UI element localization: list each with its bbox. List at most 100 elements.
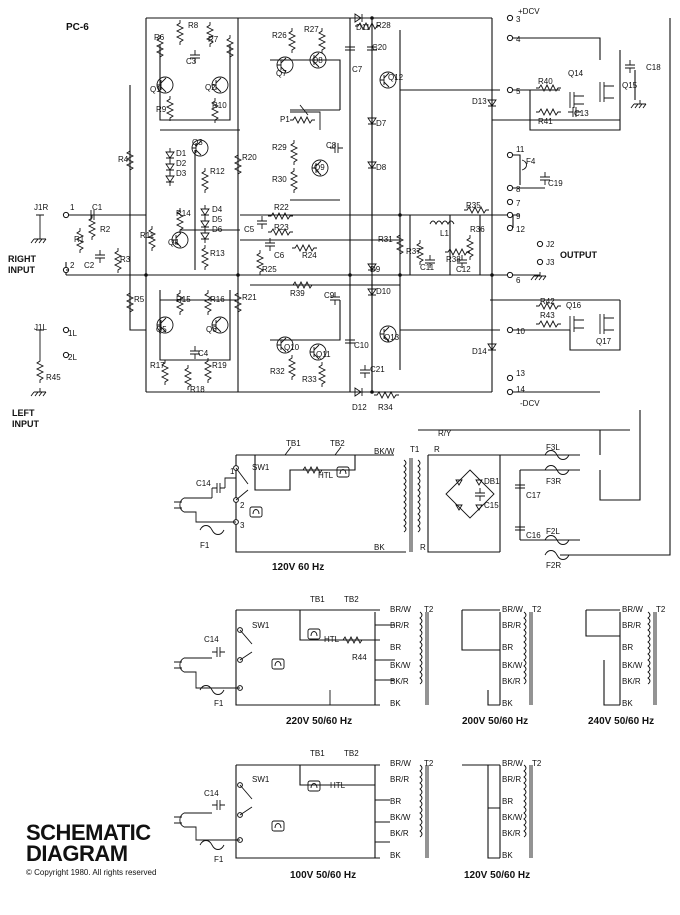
- caption-120v-5060: 120V 50/60 Hz: [464, 870, 530, 881]
- d7-label: D7: [376, 119, 387, 128]
- r2-label: R2: [100, 225, 111, 234]
- v200-lead-6: BK: [502, 699, 513, 708]
- f3l-label: F3L: [546, 443, 560, 452]
- r22-label: R22: [274, 203, 289, 212]
- v220-t2: T2: [424, 605, 434, 614]
- d10-label: D10: [376, 287, 391, 296]
- r18-label: R18: [190, 385, 205, 394]
- r24-label: R24: [302, 251, 317, 260]
- d8-label: D8: [376, 163, 387, 172]
- variant-220v: TB1 TB2 HTL SW1 C14 F1 R44 BR/W BR/R BR …: [173, 595, 434, 727]
- amplifier-section: [30, 13, 647, 399]
- right-jack-label: J1R: [34, 203, 48, 212]
- c3-label: C3: [186, 57, 197, 66]
- j2-label: J2: [546, 240, 555, 249]
- v120-lead-5: BK/R: [502, 829, 521, 838]
- c2-label: C2: [84, 261, 95, 270]
- v100-lead-6: BK: [390, 851, 401, 860]
- caption-200v: 200V 50/60 Hz: [462, 716, 528, 727]
- v100-tb2: TB2: [344, 749, 359, 758]
- r16-label: R16: [210, 295, 225, 304]
- terminal-3: 3: [516, 15, 521, 24]
- v240-lead-2: BR/R: [622, 621, 641, 630]
- q1-label: Q1: [150, 85, 161, 94]
- terminal-4: 4: [516, 35, 521, 44]
- v100-lead-4: BK/W: [390, 813, 411, 822]
- minus-dcv-label: -DCV: [520, 399, 540, 408]
- terminal-9: 9: [516, 212, 521, 221]
- q14-label: Q14: [568, 69, 584, 78]
- d1-label: D1: [176, 149, 187, 158]
- sw1-label: SW1: [252, 463, 270, 472]
- r21-label: R21: [242, 293, 257, 302]
- caption-100v: 100V 50/60 Hz: [290, 870, 356, 881]
- v220-c14: C14: [204, 635, 219, 644]
- r27-label: R27: [304, 25, 319, 34]
- v220-lead-4: BK/W: [390, 661, 411, 670]
- r32-label: R32: [270, 367, 285, 376]
- r15-label: R15: [176, 295, 191, 304]
- r42-label: R42: [540, 297, 555, 306]
- copyright-notice: © Copyright 1980. All rights reserved: [26, 868, 157, 877]
- left-pin-1: 1L: [68, 329, 77, 338]
- r33-label: R33: [302, 375, 317, 384]
- r34-label: R34: [378, 403, 393, 412]
- q17-label: Q17: [596, 337, 612, 346]
- r5-label: R5: [134, 295, 145, 304]
- sw-pin-2: 2: [240, 501, 245, 510]
- v200-lead-1: BR/W: [502, 605, 523, 614]
- r40-label: R40: [538, 77, 553, 86]
- caption-120v-60hz: 120V 60 Hz: [272, 562, 324, 573]
- r25-label: R25: [262, 265, 277, 274]
- v100-lead-2: BR/R: [390, 775, 409, 784]
- variant-200v: BR/W BR/R BR BK/W BK/R BK T2 200V 50/60 …: [461, 605, 542, 727]
- f2r-label: F2R: [546, 561, 561, 570]
- q8-label: Q8: [312, 56, 323, 65]
- v100-c14: C14: [204, 789, 219, 798]
- r11-label: R11: [140, 231, 155, 240]
- v100-lead-1: BR/W: [390, 759, 411, 768]
- v220-lead-2: BR/R: [390, 621, 409, 630]
- v240-lead-5: BK/R: [622, 677, 641, 686]
- v100-lead-3: BR: [390, 797, 401, 806]
- d3-label: D3: [176, 169, 187, 178]
- r26-label: R26: [272, 31, 287, 40]
- left-pin-2: 2L: [68, 353, 77, 362]
- r43-label: R43: [540, 311, 555, 320]
- title-line-1: SCHEMATIC: [26, 820, 151, 845]
- v240-lead-6: BK: [622, 699, 633, 708]
- q5-label: Q5: [156, 325, 167, 334]
- bkw-label: BK/W: [374, 447, 395, 456]
- r19-label: R19: [212, 361, 227, 370]
- v220-tb2: TB2: [344, 595, 359, 604]
- q4-label: Q4: [168, 238, 179, 247]
- v200-lead-4: BK/W: [502, 661, 523, 670]
- tb2-label: TB2: [330, 439, 345, 448]
- caption-240v: 240V 50/60 Hz: [588, 716, 654, 727]
- r39-label: R39: [290, 289, 305, 298]
- output-label: OUTPUT: [560, 250, 598, 260]
- r30-label: R30: [272, 175, 287, 184]
- c12-label: C12: [456, 265, 471, 274]
- r28-label: R28: [376, 21, 391, 30]
- d6-label: D6: [212, 225, 223, 234]
- v100-htl: HTL: [330, 781, 346, 790]
- caption-220v: 220V 50/60 Hz: [286, 716, 352, 727]
- htl-label: HTL: [318, 471, 334, 480]
- left-input-label-1: LEFT: [12, 408, 35, 418]
- j3-label: J3: [546, 258, 555, 267]
- c11-label: C11: [420, 263, 435, 272]
- power-supply-120v: [173, 18, 671, 560]
- terminal-6: 6: [516, 276, 521, 285]
- tb1-label: TB1: [286, 439, 301, 448]
- f1-label: F1: [200, 541, 210, 550]
- variant-100v: TB1 TB2 HTL SW1 C14 F1 BR/W BR/R BR BK/W…: [173, 749, 434, 881]
- r6-label: R6: [154, 33, 165, 42]
- r35-label: R35: [466, 201, 481, 210]
- v240-lead-3: BR: [622, 643, 633, 652]
- v100-lead-5: BK/R: [390, 829, 409, 838]
- terminal-11: 11: [516, 145, 525, 154]
- v220-lead-1: BR/W: [390, 605, 411, 614]
- v100-t2: T2: [424, 759, 434, 768]
